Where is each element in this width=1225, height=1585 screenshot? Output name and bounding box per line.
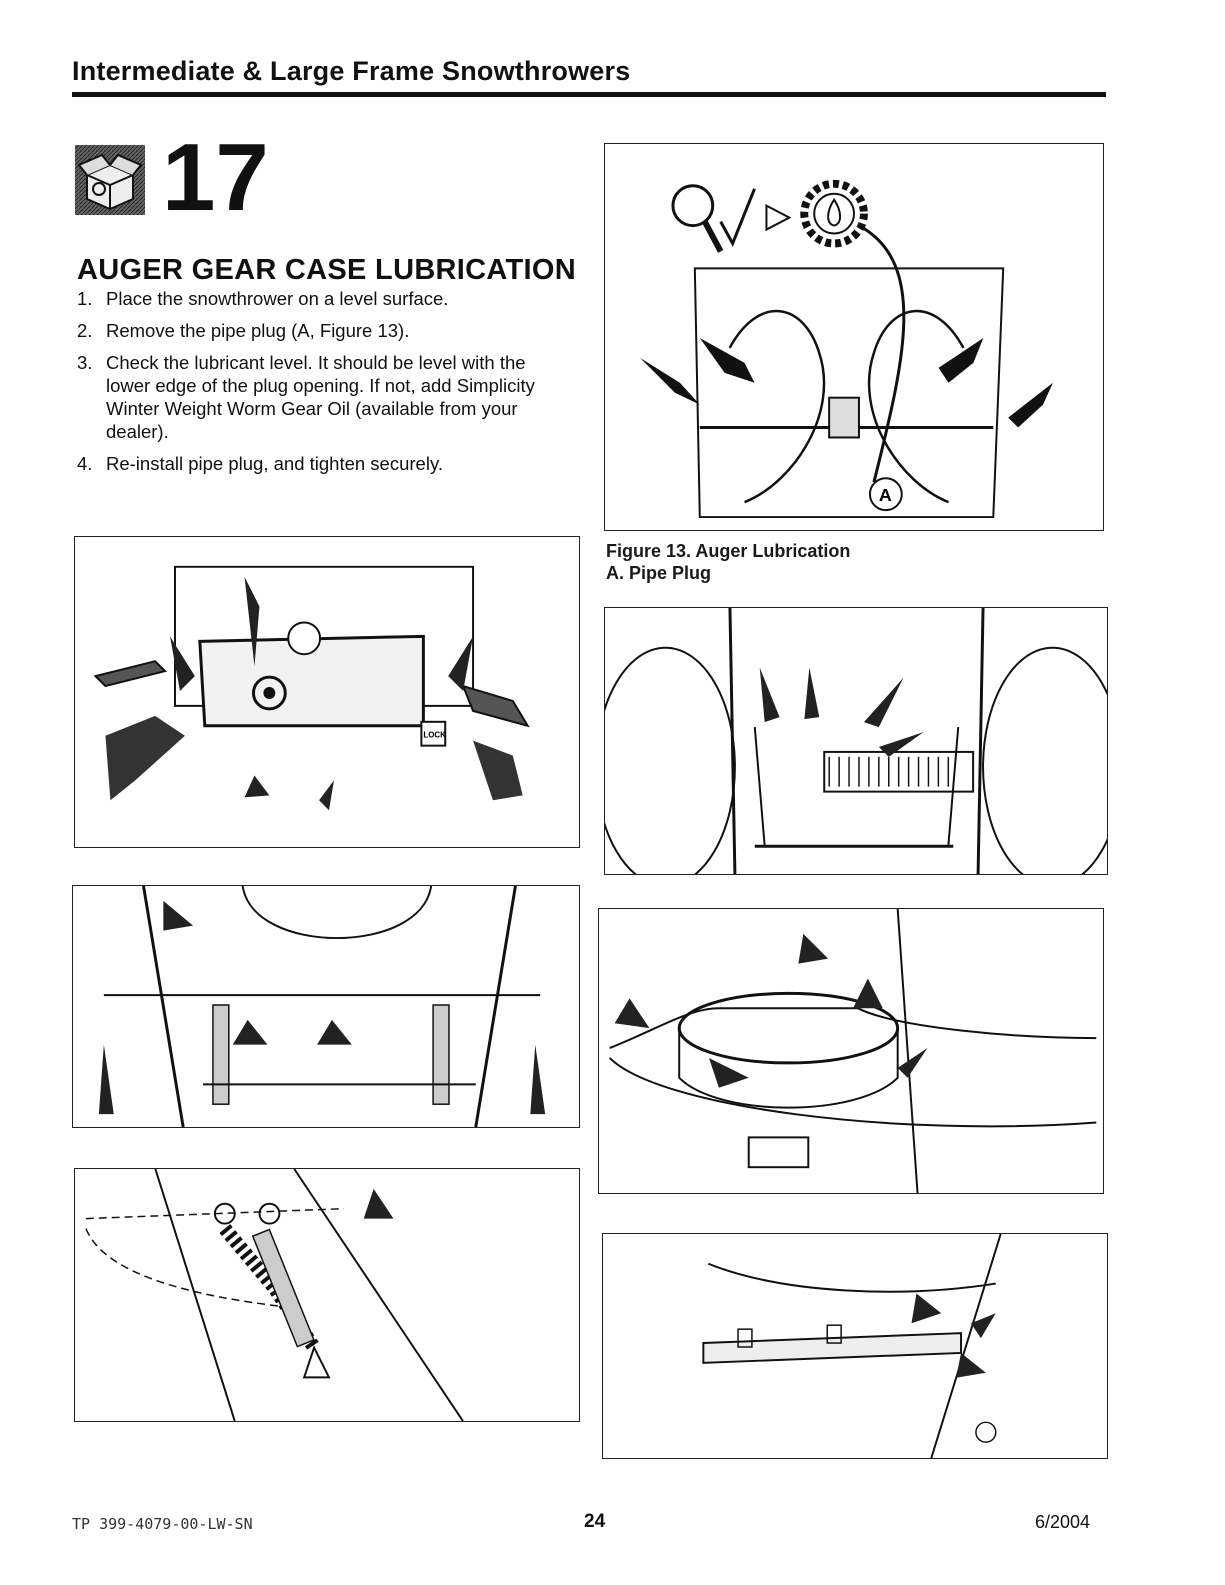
pipe-plug-callout <box>868 477 903 512</box>
step-item-number: 1. <box>77 288 93 309</box>
step-item-text: Remove the pipe plug (A, Figure 13). <box>106 320 410 341</box>
step-item-number: 4. <box>77 453 93 474</box>
instruction-steps: 1. Place the snowthrower on a level surfa… <box>77 287 567 484</box>
figure-scraper-bar <box>602 1233 1108 1459</box>
section-title: AUGER GEAR CASE LUBRICATION <box>77 254 576 286</box>
figure-frame-springs <box>72 885 580 1128</box>
figure-caption-item: A. Pipe Plug <box>606 563 712 583</box>
lock-label: LOCK <box>423 731 446 740</box>
step-item: 4. Re-install pipe plug, and tighten secu… <box>77 452 567 475</box>
step-item: 2. Remove the pipe plug (A, Figure 13). <box>77 319 567 342</box>
step-number: 17 <box>162 124 269 231</box>
oil-gear-icon <box>765 179 868 248</box>
step-item: 3. Check the lubricant level. It should b… <box>77 351 567 443</box>
figure-caption-title: Figure 13. Auger Lubrication <box>606 541 851 561</box>
page-number: 24 <box>584 1511 606 1532</box>
pipe-plug-callout-label: A <box>879 485 892 505</box>
figure-cable-bracket <box>74 1168 580 1422</box>
step-item-number: 3. <box>77 352 93 373</box>
step-item-text: Re-install pipe plug, and tighten secure… <box>106 453 443 474</box>
figure-control-panel: LOCK <box>74 536 580 848</box>
header-rule <box>72 92 1106 97</box>
maintenance-box-icon <box>75 145 145 215</box>
figure-chute-ring <box>598 908 1104 1194</box>
figure-chassis-drive <box>604 607 1108 875</box>
document-code: TP 399-4079-00-LW-SN <box>72 1515 253 1533</box>
check-icon <box>719 188 756 247</box>
publication-date: 6/2004 <box>1035 1512 1091 1532</box>
step-item: 1. Place the snowthrower on a level surfa… <box>77 287 567 310</box>
page-header-title: Intermediate & Large Frame Snowthrowers <box>72 56 631 86</box>
step-item-text: Check the lubricant level. It should be … <box>106 352 535 442</box>
magnifier-icon <box>671 184 724 253</box>
figure-caption: Figure 13. Auger Lubrication A. Pipe Plu… <box>606 540 850 584</box>
step-item-number: 2. <box>77 320 93 341</box>
step-item-text: Place the snowthrower on a level surface… <box>106 288 449 309</box>
figure-auger-lubrication: A <box>604 143 1104 531</box>
